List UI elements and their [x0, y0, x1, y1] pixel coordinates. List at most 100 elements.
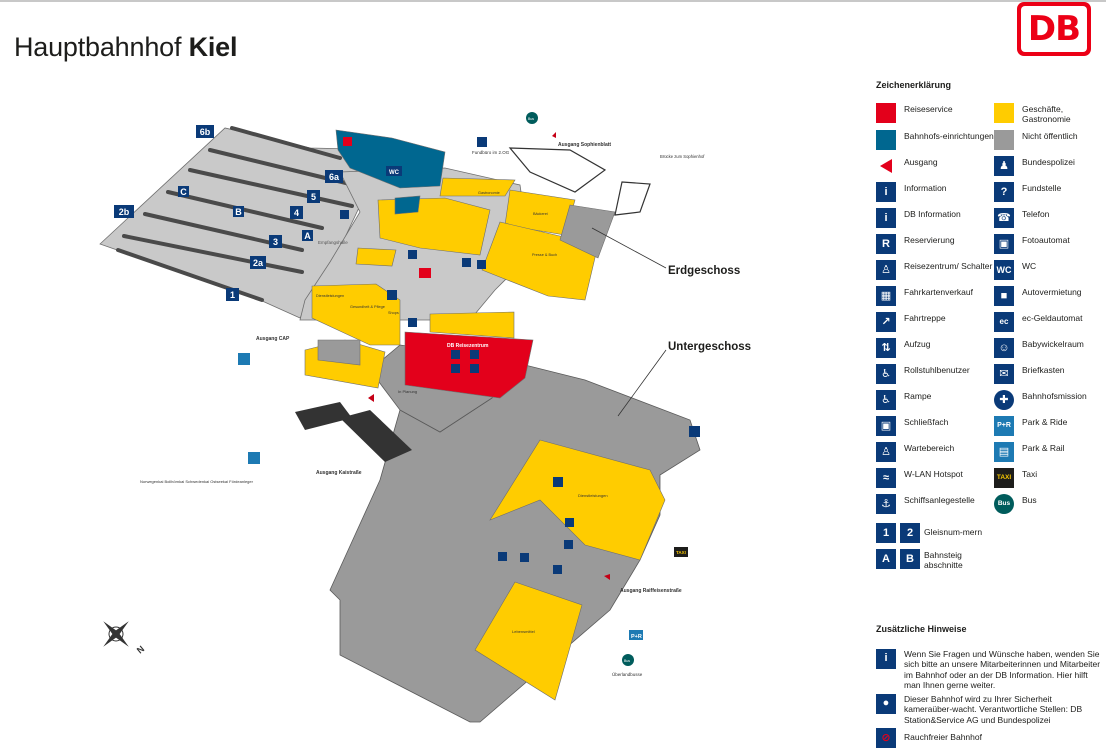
section-icon-a: A [876, 549, 896, 569]
station-floor-map[interactable]: In Planung DB Reisezentrum Lebensmittel … [0, 60, 860, 748]
police-icon: ♟ [994, 156, 1014, 176]
label-presse: Presse & Buch [532, 253, 557, 257]
label-gastronomie: Gastronomie [478, 191, 500, 195]
label-baeckerei: Bäckerei [533, 212, 548, 216]
camera-icon: ● [876, 693, 896, 714]
compass-rose: N [103, 621, 146, 656]
label-ausgang-raiffeisen: Ausgang Raiffeisenstraße [620, 588, 682, 594]
bus-icon: Bus [994, 494, 1014, 514]
svg-text:2b: 2b [119, 207, 130, 217]
map-icons [238, 112, 700, 666]
svg-text:6a: 6a [329, 172, 340, 182]
svg-text:2a: 2a [253, 258, 264, 268]
info-icon: i [876, 182, 896, 202]
label-empfangshalle: Empfangshalle [318, 240, 348, 245]
area-gastronomie [439, 177, 516, 197]
baby-icon: ☺ [994, 338, 1014, 358]
waiting-icon: ♙ [876, 442, 896, 462]
area-grey-mid [317, 339, 361, 366]
platform-badges: 1 2a 3 4 5 6a 6b 2b A B C [114, 125, 343, 301]
legend-wlan: ≈W-LAN Hotspot [876, 468, 994, 488]
pr-marker: P+R [631, 634, 642, 640]
legend-fotoautomat: ▣Fotoautomat [994, 234, 1101, 254]
legend-fahrtreppe: ↗Fahrtreppe [876, 312, 994, 332]
letter-icon: ✉ [994, 364, 1014, 384]
label-ueberlandbusse: Überlandbusse [612, 671, 643, 677]
legend-schliessfach: ▣Schließfach [876, 416, 994, 436]
legend-aufzug: ⇅Aufzug [876, 338, 994, 358]
label-in-planung: In Planung [398, 389, 417, 394]
wheelchair-icon: ♿ [876, 364, 896, 384]
park-rail-icon: ▤ [994, 442, 1014, 462]
track-number-icon: 1 [876, 523, 896, 543]
legend-reisezentrum: ♙Reisezentrum/ Schalter [876, 260, 994, 280]
legend-babywickelraum: ☺Babywickelraum [994, 338, 1101, 358]
legend-park-rail: ▤Park & Rail [994, 442, 1101, 462]
exit-arrow-icon [876, 156, 896, 176]
track-number-icon-2: 2 [900, 523, 920, 543]
legend-bahnhofseinrichtungen: Bahnhofs-einrichtungen [876, 130, 994, 150]
legend-geschaefte: Geschäfte, Gastronomie [994, 103, 1101, 124]
erdgeschoss-pointer [591, 227, 667, 269]
legend-telefon: ☎Telefon [994, 208, 1101, 228]
exit-arrows [368, 132, 610, 580]
legend-schiffsanlegestelle: ⚓Schiffsanlegestelle [876, 494, 994, 514]
phone-icon: ☎ [994, 208, 1014, 228]
legend-nicht-oeffentlich: Nicht öffentlich [994, 130, 1101, 150]
area-lebensmittel [474, 581, 583, 701]
label-fundburo: Fundbüro im 2.OG [472, 150, 510, 155]
svg-text:C: C [180, 187, 187, 197]
bus-marker-south: Bus [624, 659, 630, 663]
reservation-icon: R [876, 234, 896, 254]
park-ride-icon: P+R [994, 416, 1014, 436]
ticket-icon: ▦ [876, 286, 896, 306]
svg-text:A: A [304, 231, 311, 241]
bus-marker-north: Bus [528, 117, 534, 121]
legend-bundespolizei: ♟Bundespolizei [994, 156, 1101, 176]
legend: Zeichenerklärung Reiseservice Geschäfte,… [876, 80, 1101, 570]
atm-icon: ec [994, 312, 1014, 332]
legend-bahnhofsmission: ✚Bahnhofsmission [994, 390, 1101, 410]
taxi-icon: TAXI [994, 468, 1014, 488]
locker-icon: ▣ [876, 416, 896, 436]
svg-text:B: B [235, 207, 242, 217]
svg-text:4: 4 [294, 208, 299, 218]
area-not-public-ne [559, 204, 616, 259]
escalator-icon: ↗ [876, 312, 896, 332]
legend-reiseservice: Reiseservice [876, 103, 994, 124]
taxi-marker: TAXI [676, 550, 686, 555]
legend-autovermietung: ■Autovermietung [994, 286, 1101, 306]
legend-fundstelle: ?Fundstelle [994, 182, 1101, 202]
notes-title: Zusätzliche Hinweise [876, 624, 967, 634]
label-kais: Norwegenkai Bollhörnkai Schwedenkai Osts… [140, 479, 254, 484]
section-icon-b: B [900, 549, 920, 569]
svg-text:5: 5 [311, 192, 316, 202]
legend-ausgang: Ausgang [876, 156, 994, 176]
label-shops: Shops [388, 311, 399, 315]
bridge-sophienhof [614, 181, 651, 216]
ramp-icon: ♿ [876, 390, 896, 410]
area-dienstleistungen [311, 283, 401, 346]
db-info-icon: i [876, 208, 896, 228]
floor-label-untergeschoss: Untergeschoss [668, 341, 751, 353]
label-dienstleistungen: Dienstleistungen [316, 294, 344, 298]
db-logo: DB [1017, 2, 1091, 56]
legend-title: Zeichenerklärung [876, 80, 952, 90]
area-dienstleistungen-3 [429, 311, 515, 339]
note-no-smoking: ⊘Rauchfreier Bahnhof [876, 728, 1101, 748]
label-lebensmittel: Lebensmittel [512, 629, 535, 634]
label-dienstleistungen-ug: Dienstleistungen [578, 493, 608, 498]
label-ausgang-cap: Ausgang CAP [256, 336, 290, 342]
wc-marker: WC [389, 170, 400, 176]
legend-fahrkartenverkauf: ▦Fahrkartenverkauf [876, 286, 994, 306]
